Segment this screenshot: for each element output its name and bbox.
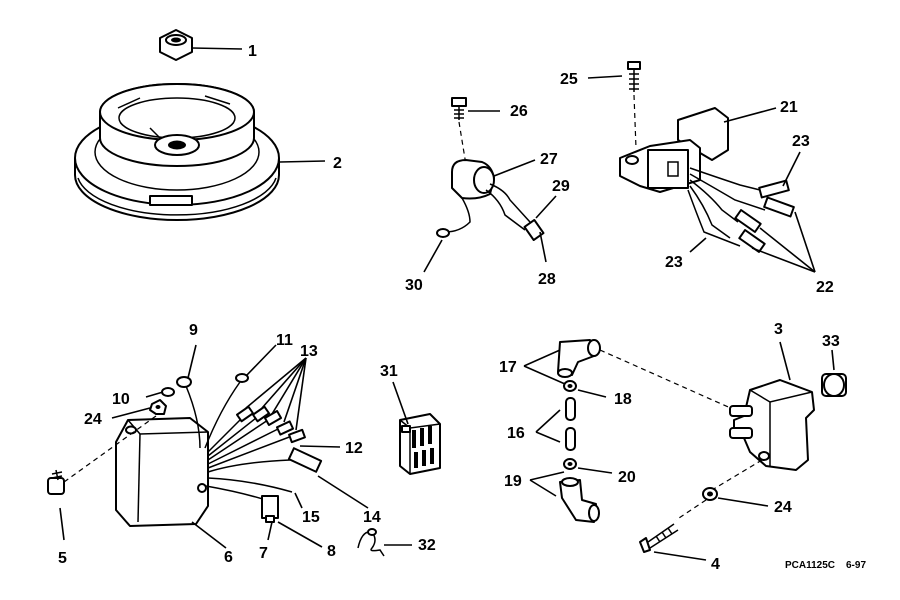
callout-3: 3: [774, 321, 783, 338]
callout-19: 19: [504, 473, 522, 490]
flywheel: [74, 83, 326, 221]
callout-15: 15: [302, 509, 320, 526]
power-pack-21: [619, 107, 816, 273]
callout-11: 11: [276, 332, 293, 349]
flywheel-nut: [159, 29, 243, 61]
callout-27: 27: [540, 151, 558, 168]
elbow-19: [529, 471, 600, 523]
callout-10: 10: [112, 391, 130, 408]
callout-23-lower: 23: [665, 254, 683, 271]
callout-22: 22: [816, 279, 834, 296]
screw-26: [451, 97, 500, 120]
callout-1: 1: [248, 43, 257, 60]
callout-20: 20: [618, 469, 636, 486]
lockwasher-24-left: [111, 399, 167, 419]
callout-30: 30: [405, 277, 423, 294]
callout-24-left: 24: [84, 411, 102, 428]
ring-18: [563, 380, 577, 392]
callout-18: 18: [614, 391, 632, 408]
callout-13: 13: [300, 343, 318, 360]
washer-24-right: [702, 487, 769, 507]
callout-32: 32: [418, 537, 436, 554]
callout-33: 33: [822, 333, 840, 350]
callout-31: 31: [380, 363, 398, 380]
clip-32: [357, 528, 412, 557]
callout-23-upper: 23: [792, 133, 810, 150]
ignition-coil-27: [423, 159, 557, 273]
callout-24-right: 24: [774, 499, 792, 516]
screw-25: [587, 61, 641, 92]
callout-9: 9: [189, 322, 198, 339]
screw-4: [639, 523, 707, 561]
callout-29: 29: [552, 178, 570, 195]
callout-16: 16: [507, 425, 525, 442]
ignition-coil-3: [729, 341, 815, 471]
washer-10: [145, 387, 175, 398]
bushing-33: [821, 349, 847, 397]
callout-28: 28: [538, 271, 556, 288]
cdi-module: [115, 344, 369, 549]
rectifier-31: [392, 381, 441, 475]
figure-code: PCA1125C: [785, 560, 835, 571]
hose-16: [535, 397, 576, 451]
elbow-17: [557, 339, 601, 378]
figure-date: 6-97: [846, 560, 866, 571]
callout-8: 8: [327, 543, 336, 560]
callout-21: 21: [780, 99, 798, 116]
ring-20: [563, 458, 613, 474]
callout-26: 26: [510, 103, 528, 120]
callout-labels: 1 2 3 4 5 6 7 8 9 10 11 12 13 14 15 16 1…: [58, 43, 840, 573]
callout-25: 25: [560, 71, 578, 88]
callout-17: 17: [499, 359, 517, 376]
callout-2: 2: [333, 155, 342, 172]
callout-4: 4: [711, 556, 720, 573]
callout-12: 12: [345, 440, 363, 457]
screw-5: [47, 469, 65, 541]
callout-6: 6: [224, 549, 233, 566]
callout-7: 7: [259, 545, 268, 562]
callout-5: 5: [58, 550, 67, 567]
callout-14: 14: [363, 509, 381, 526]
